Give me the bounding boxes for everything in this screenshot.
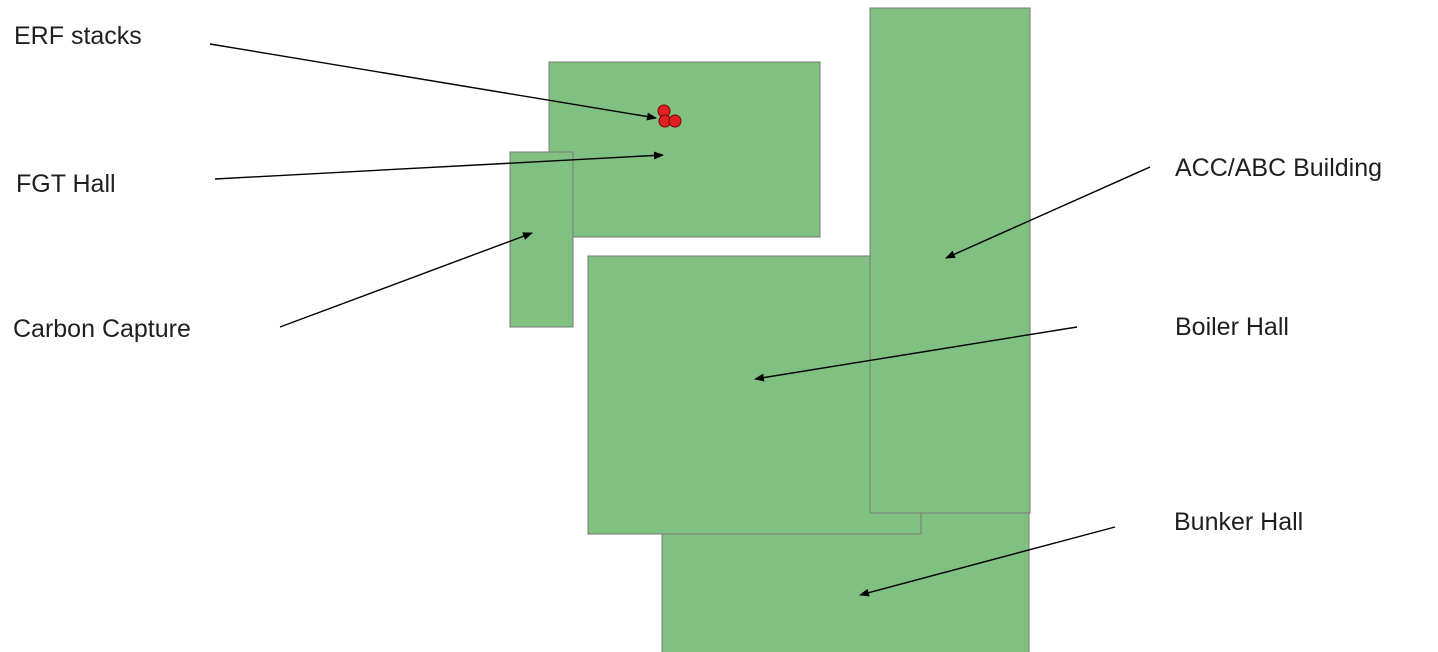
- label-boiler-hall: Boiler Hall: [1175, 313, 1289, 341]
- carbon-capture-building: [509, 151, 574, 328]
- acc-abc-building-arrow: [945, 166, 1151, 259]
- label-bunker-hall: Bunker Hall: [1174, 508, 1304, 536]
- acc-abc-building: [869, 7, 1031, 514]
- boiler-hall-building: [587, 255, 922, 535]
- boiler-hall-arrow: [754, 326, 1078, 382]
- label-erf-stacks: ERF stacks: [14, 22, 142, 50]
- erf-stacks-icon: [657, 104, 682, 128]
- bunker-hall-arrow: [859, 526, 1116, 597]
- label-acc-abc-building: ACC/ABC Building: [1175, 154, 1383, 182]
- label-fgt-hall: FGT Hall: [16, 170, 116, 198]
- carbon-capture-arrow: [279, 232, 533, 328]
- fgt-hall-arrow: [214, 151, 664, 180]
- fgt-hall-building: [548, 61, 821, 238]
- label-carbon-capture: Carbon Capture: [13, 315, 191, 343]
- erf-stacks-arrow: [209, 43, 657, 121]
